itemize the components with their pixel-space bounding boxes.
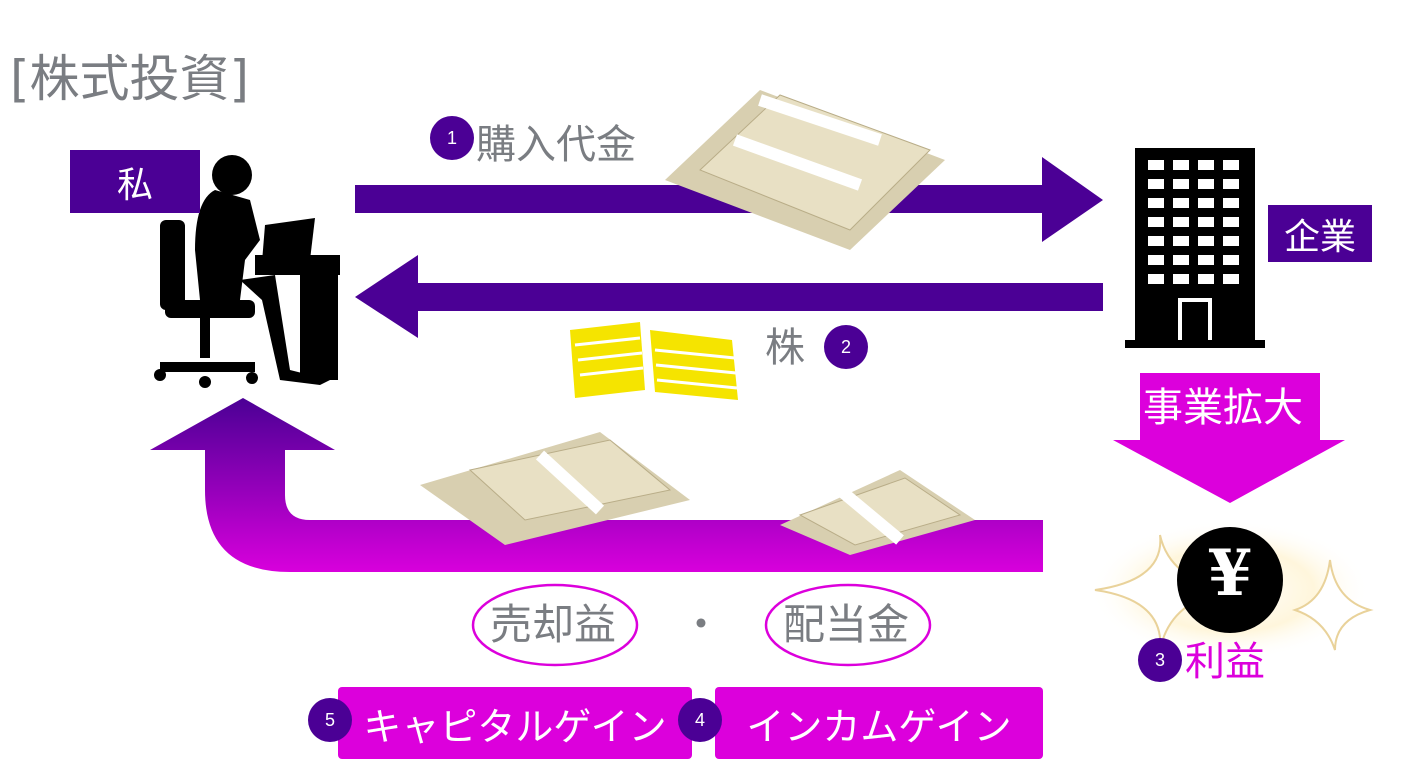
building-window bbox=[1148, 255, 1164, 265]
building-window bbox=[1223, 274, 1239, 284]
purchase-payment-label: 購入代金 bbox=[476, 122, 636, 168]
step-badge-1: 1 bbox=[430, 116, 474, 160]
building-window bbox=[1148, 274, 1164, 284]
building-window bbox=[1198, 198, 1214, 208]
page-title: [株式投資] bbox=[10, 50, 250, 108]
yen-symbol: ¥ bbox=[1207, 536, 1253, 611]
building-window bbox=[1223, 198, 1239, 208]
building-window bbox=[1198, 274, 1214, 284]
company-building-icon bbox=[1125, 148, 1265, 348]
sale-profit-circle bbox=[471, 583, 639, 667]
building-window bbox=[1173, 274, 1189, 284]
profit-label: 利益 bbox=[1185, 639, 1265, 685]
expansion-arrow bbox=[1113, 373, 1345, 503]
step-badge-2: 2 bbox=[824, 325, 868, 369]
stock-certificate-icon bbox=[570, 322, 738, 400]
cash-bundle-top-icon bbox=[665, 90, 945, 250]
step-badge-4: 4 bbox=[678, 698, 722, 742]
sparkle-right-icon bbox=[1291, 559, 1374, 651]
step-badge-3: 3 bbox=[1138, 638, 1182, 682]
building-window bbox=[1223, 160, 1239, 170]
yen-coin-icon bbox=[1177, 527, 1283, 633]
dividend-circle bbox=[764, 583, 932, 667]
building-window bbox=[1173, 236, 1189, 246]
building-window bbox=[1198, 255, 1214, 265]
building-window bbox=[1148, 198, 1164, 208]
building-window bbox=[1198, 160, 1214, 170]
building-window bbox=[1223, 236, 1239, 246]
building-window bbox=[1148, 217, 1164, 227]
business-expansion-label: 事業拡大 bbox=[1143, 385, 1303, 431]
building-window bbox=[1173, 198, 1189, 208]
me-label: 私 bbox=[70, 150, 200, 213]
building-window bbox=[1198, 217, 1214, 227]
building-window bbox=[1148, 179, 1164, 189]
dividend-label: 配当金 bbox=[783, 600, 910, 649]
building-window bbox=[1173, 160, 1189, 170]
building-window bbox=[1198, 179, 1214, 189]
building-window bbox=[1148, 236, 1164, 246]
sale-profit-label: 売却益 bbox=[490, 600, 617, 649]
building-window bbox=[1148, 160, 1164, 170]
income-gain-box: インカムゲイン bbox=[715, 687, 1043, 759]
building-window bbox=[1173, 255, 1189, 265]
stock-arrow bbox=[355, 255, 1103, 338]
cash-bundle-bottom-right-icon bbox=[780, 470, 975, 555]
separator-dot: ・ bbox=[680, 600, 723, 649]
building-window bbox=[1223, 255, 1239, 265]
building-window bbox=[1173, 217, 1189, 227]
capital-gain-box: キャピタルゲイン bbox=[338, 687, 692, 759]
building-window bbox=[1223, 217, 1239, 227]
cash-bundle-bottom-left-icon bbox=[420, 432, 690, 545]
building-window bbox=[1173, 179, 1189, 189]
building-window bbox=[1223, 179, 1239, 189]
company-label: 企業 bbox=[1268, 205, 1372, 262]
building-window bbox=[1198, 236, 1214, 246]
stock-label: 株 bbox=[765, 325, 805, 371]
step-badge-5: 5 bbox=[308, 698, 352, 742]
person-at-laptop-icon bbox=[154, 155, 340, 388]
